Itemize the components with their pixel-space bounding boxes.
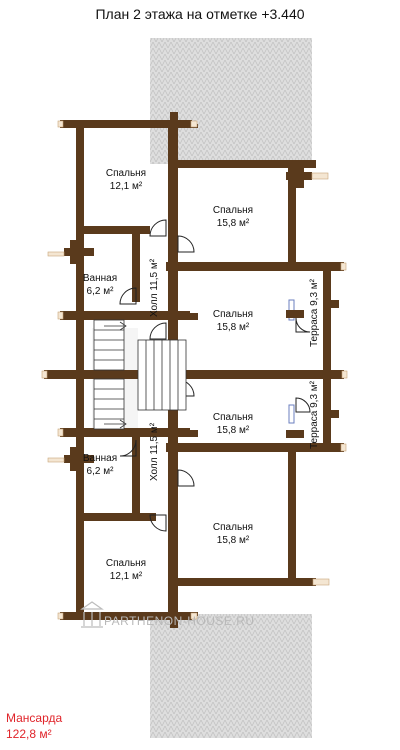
terrace-1-label: Терраса 9,3 м² bbox=[309, 380, 320, 449]
area-label: Мансарда bbox=[6, 711, 63, 725]
room-5-name: Ванная bbox=[83, 453, 117, 464]
watermark-text: PARTHENON-HOUSE.RU bbox=[104, 614, 255, 628]
total-area: Мансарда 122,8 м² bbox=[6, 710, 62, 742]
room-2-area: 6,2 м² bbox=[87, 286, 115, 297]
roof-bottom bbox=[150, 614, 312, 738]
room-7-area: 12,1 м² bbox=[110, 571, 143, 582]
room-2-name: Ванная bbox=[83, 273, 117, 284]
room-6-name: Спальня bbox=[213, 522, 253, 533]
staircase bbox=[93, 319, 187, 430]
watermark-logo bbox=[80, 601, 104, 628]
room-3-area: 15,8 м² bbox=[217, 322, 250, 333]
room-4-name: Спальня bbox=[213, 412, 253, 423]
room-3-name: Спальня bbox=[213, 309, 253, 320]
room-7-name: Спальня bbox=[106, 558, 146, 569]
area-value: 122,8 м² bbox=[6, 727, 52, 741]
log-ends bbox=[41, 120, 348, 620]
room-4-area: 15,8 м² bbox=[217, 425, 250, 436]
room-6-area: 15,8 м² bbox=[217, 535, 250, 546]
terrace-0-label: Терраса 9,3 м² bbox=[309, 278, 320, 347]
room-labels: Спальня 12,1 м² Спальня 15,8 м² Ванная 6… bbox=[83, 168, 320, 582]
room-1-area: 15,8 м² bbox=[217, 218, 250, 229]
plan-title: План 2 этажа на отметке +3.440 bbox=[95, 6, 305, 22]
room-0-area: 12,1 м² bbox=[110, 181, 143, 192]
room-1-name: Спальня bbox=[213, 205, 253, 216]
room-5-area: 6,2 м² bbox=[87, 466, 115, 477]
walls bbox=[44, 112, 344, 628]
room-0-name: Спальня bbox=[106, 168, 146, 179]
hall-0-label: Холл 11,5 м² bbox=[149, 258, 160, 317]
hall-1-label: Холл 11,5 м² bbox=[149, 422, 160, 481]
